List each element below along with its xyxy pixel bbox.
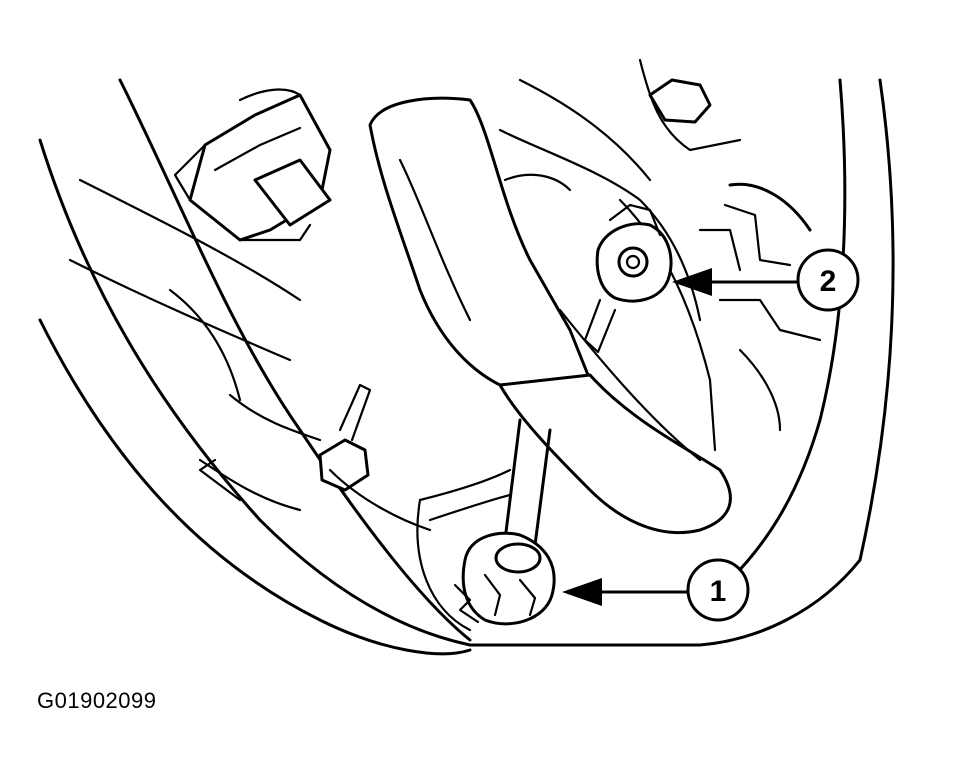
callout-1-circle [686,558,750,622]
housing-outline [38,78,895,656]
callout-1: 1 [562,558,750,622]
electrical-connector [173,88,332,242]
top-bolt [638,58,742,152]
figure-id: G01902099 [37,688,157,713]
callout-2-label: 2 [820,265,837,298]
callout-2-arrowhead [672,268,712,296]
right-bracket [698,182,822,432]
shift-lever [368,78,732,535]
fastener-1 [453,531,556,626]
callout-2: 2 [672,248,860,312]
callout-1-label: 1 [710,575,727,608]
clip-fastener [318,383,432,532]
callout-2-circle [796,248,860,312]
callout-1-arrowhead [562,578,602,606]
shift-rod [416,418,552,632]
fastener-2 [583,203,673,354]
